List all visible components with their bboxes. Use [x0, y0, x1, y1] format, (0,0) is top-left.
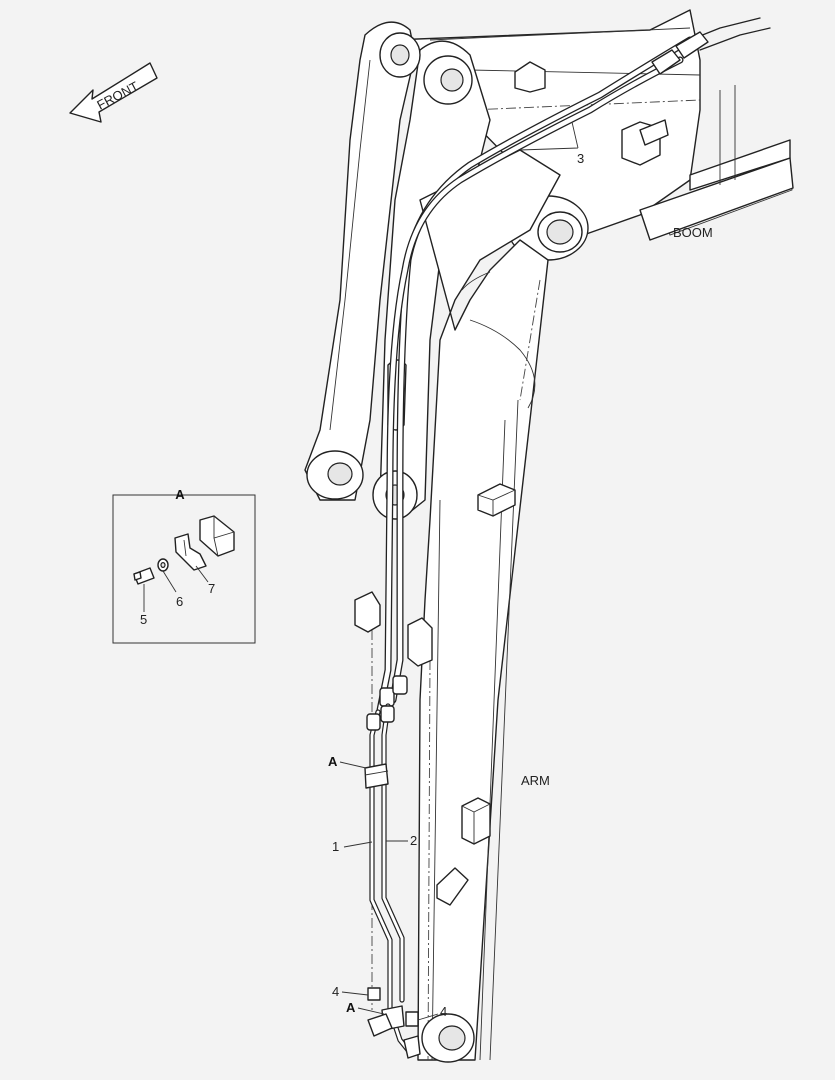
pipe-pair	[364, 703, 421, 1059]
arm-structure	[304, 21, 561, 1063]
callout-4-left: 4	[332, 984, 369, 999]
callout-3-label: 3	[577, 151, 584, 166]
callout-4-left-label: 4	[332, 984, 339, 999]
detail-part-6-label: 6	[176, 594, 183, 609]
boom-label: BOOM	[673, 225, 713, 240]
arm-label: ARM	[521, 773, 550, 788]
callout-3: 3	[519, 121, 584, 166]
callout-a-upper: A	[328, 754, 367, 769]
callout-a-upper-label: A	[328, 754, 338, 769]
callout-4-right-label: 4	[440, 1004, 447, 1019]
callout-2-label: 2	[410, 833, 417, 848]
callout-4-right: 4	[417, 1004, 447, 1021]
callout-a-lower-label: A	[346, 1000, 356, 1015]
detail-part-7-label: 7	[208, 581, 215, 596]
callout-1-label: 1	[332, 839, 339, 854]
callout-2: 2	[386, 833, 417, 848]
detail-a-title: A	[175, 487, 185, 502]
detail-part-5-label: 5	[140, 612, 147, 627]
callout-a-lower: A	[346, 1000, 385, 1015]
callout-1: 1	[332, 839, 373, 854]
hose-pair	[376, 17, 771, 714]
front-arrow-icon: FRONT	[69, 62, 158, 123]
detail-a-inset: A 5 6 7	[112, 487, 256, 644]
